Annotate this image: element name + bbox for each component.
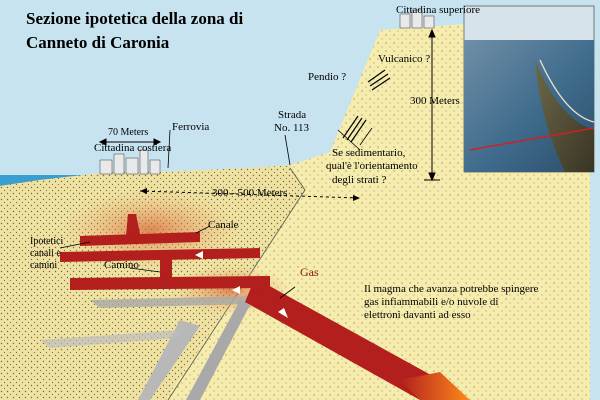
label-ipotetici-2: canali e [30, 248, 61, 259]
label-sedimentario-3: degli strati ? [332, 174, 386, 186]
label-magma-3: elettroni davanti ad esso [364, 309, 471, 321]
label-strada-2: No. 113 [274, 122, 310, 134]
label-magma-1: Il magma che avanza potrebbe spingere [364, 283, 539, 295]
dimension-70m [98, 138, 162, 146]
label-70-meters: 70 Meters [108, 127, 148, 138]
aerial-photo [463, 5, 595, 173]
magma-hot-zone [400, 372, 470, 400]
label-vulcanico: Vulcanico ? [378, 53, 430, 65]
leader-lines [59, 127, 373, 299]
label-cittadina-costiera: Cittadina costiera [94, 142, 171, 154]
label-gas: Gas [300, 265, 319, 279]
label-300-500-meters: 300 - 500 Meters [212, 187, 287, 199]
label-strada-1: Strada [278, 109, 306, 121]
magma-vent-1 [126, 214, 140, 236]
upper-town [399, 9, 435, 29]
coastal-town [99, 149, 161, 175]
magma-chimney [160, 258, 172, 280]
label-camino: Camino [104, 259, 139, 271]
title-line-2: Canneto di Caronia [26, 33, 170, 52]
arrow-dim-right [353, 195, 360, 201]
label-ferrovia: Ferrovia [172, 121, 209, 133]
flow-arrows [195, 251, 288, 318]
magma-conduit [245, 278, 440, 400]
label-ipotetici-3: camini [30, 260, 57, 271]
label-cittadina-superiore: Cittadina superiore [396, 4, 480, 16]
arrow-left-2 [195, 251, 203, 259]
title-line-1: Sezione ipotetica della zona di [26, 9, 243, 28]
arrow-dim-left [140, 188, 147, 194]
label-canale: Canale [208, 219, 239, 231]
magma-channel-1 [80, 232, 200, 246]
label-300-meters: 300 Meters [410, 95, 460, 107]
arrow-left-1 [232, 286, 240, 294]
rock-channel [186, 300, 250, 400]
magma-channel-3 [70, 276, 270, 290]
rock-layer [90, 296, 250, 308]
label-sedimentario-1: Se sedimentario, [332, 147, 406, 159]
dimension-300m [424, 28, 440, 182]
rock-channel-2 [138, 320, 200, 400]
arrow-diag-1 [278, 308, 288, 318]
label-pendio: Pendio ? [308, 71, 346, 83]
magma-channel-2 [60, 248, 260, 262]
rock-layer-2 [40, 330, 180, 348]
fault-line [167, 167, 306, 400]
label-sedimentario-2: qual'è l'orientamento [326, 160, 418, 172]
strata-hatch [342, 69, 391, 143]
label-ipotetici-1: Ipotetici [30, 236, 64, 247]
dimension-300-500m [139, 190, 361, 199]
label-magma-2: gas infiammabili e/o nuvole di [364, 296, 498, 308]
